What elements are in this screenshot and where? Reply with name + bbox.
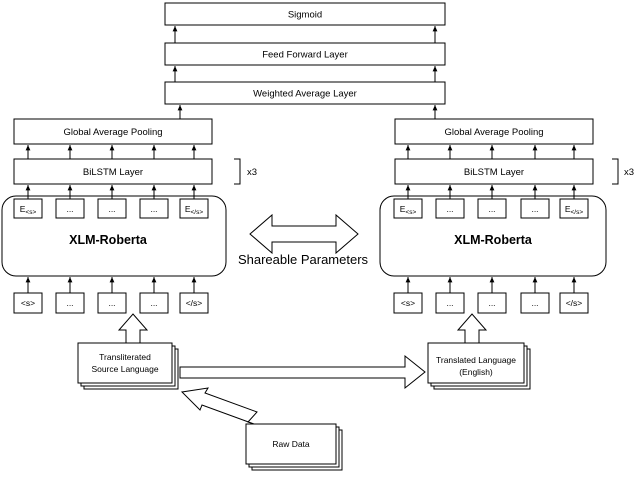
- left-input-tokens: <s>......... </s>: [13, 292, 209, 314]
- transliterated-source-document: Transliterated Source Language: [77, 342, 179, 390]
- right-input-token-label: ...: [446, 298, 453, 308]
- translated-line-2: (English): [459, 367, 493, 377]
- left-output-embedding-label: ...: [150, 204, 157, 214]
- right-encoder-label: XLM-Roberta: [454, 233, 533, 247]
- left-input-token-label: ...: [108, 298, 115, 308]
- left-input-token: ...: [97, 292, 127, 314]
- sigmoid-layer: Sigmoid: [164, 2, 446, 26]
- left-branch-arrows: [25, 145, 197, 293]
- left-output-embedding: E<s>: [13, 198, 43, 219]
- shared-parameters-double-arrow-icon: [249, 213, 359, 255]
- feed-forward-label: Feed Forward Layer: [262, 50, 348, 61]
- right-input-tokens: <s>......... </s>: [393, 292, 589, 314]
- right-output-embeddings: E<s>......... E</s>: [393, 198, 589, 219]
- right-input-token-label: </s>: [566, 298, 583, 308]
- left-pooling-layer: Global Average Pooling: [13, 118, 213, 145]
- left-output-embedding: E</s>: [179, 198, 209, 219]
- right-output-embedding-label: E</s>: [565, 204, 584, 216]
- raw-data-hollow-arrow-icon: [180, 387, 258, 425]
- right-bilstm-layer: BiLSTM Layer: [394, 158, 594, 185]
- shared-parameters-label: Shareable Parameters: [238, 252, 369, 267]
- right-input-token-label: ...: [531, 298, 538, 308]
- left-input-token-label: </s>: [186, 298, 203, 308]
- weighted-average-label: Weighted Average Layer: [253, 89, 357, 100]
- left-output-embedding-label: E<s>: [20, 204, 37, 216]
- left-encoder-label: XLM-Roberta: [69, 233, 148, 247]
- translation-hollow-arrow-icon: [179, 354, 426, 390]
- transliterated-line-1: Transliterated: [99, 352, 151, 362]
- sigmoid-label: Sigmoid: [288, 10, 322, 21]
- right-input-token: </s>: [559, 292, 589, 314]
- right-pooling-layer: Global Average Pooling: [394, 118, 594, 145]
- left-pooling-label: Global Average Pooling: [63, 127, 162, 138]
- left-repeat-label: x3: [247, 167, 257, 178]
- left-input-token-label: ...: [66, 298, 73, 308]
- right-input-token-label: ...: [488, 298, 495, 308]
- right-branch-arrows: [405, 145, 577, 293]
- right-output-embedding: ...: [435, 198, 465, 219]
- left-input-token: ...: [55, 292, 85, 314]
- left-output-embedding: ...: [55, 198, 85, 219]
- left-input-token-label: <s>: [21, 298, 35, 308]
- right-input-token-label: <s>: [401, 298, 415, 308]
- right-input-hollow-arrow-icon: [456, 313, 488, 344]
- left-input-token-label: ...: [150, 298, 157, 308]
- left-output-embedding: ...: [97, 198, 127, 219]
- left-input-hollow-arrow-icon: [117, 313, 149, 344]
- translated-language-document: Translated Language (English): [427, 342, 531, 390]
- left-bilstm-layer: BiLSTM Layer: [13, 158, 213, 185]
- right-output-embedding-label: ...: [446, 204, 453, 214]
- left-bilstm-label: BiLSTM Layer: [83, 167, 143, 178]
- right-input-token: ...: [435, 292, 465, 314]
- left-output-embedding-label: ...: [108, 204, 115, 214]
- feed-forward-layer: Feed Forward Layer: [164, 42, 446, 66]
- transliterated-line-2: Source Language: [91, 364, 158, 374]
- right-output-embedding-label: ...: [531, 204, 538, 214]
- top-stack-arrows: [172, 26, 438, 119]
- weighted-average-layer: Weighted Average Layer: [164, 81, 446, 105]
- left-output-embedding-label: E</s>: [185, 204, 204, 216]
- right-input-token: ...: [477, 292, 507, 314]
- right-repeat-bracket: x3: [612, 158, 634, 185]
- left-input-token: </s>: [179, 292, 209, 314]
- right-output-embedding: ...: [477, 198, 507, 219]
- translated-line-1: Translated Language: [436, 355, 516, 365]
- left-output-embedding: ...: [139, 198, 169, 219]
- raw-data-label: Raw Data: [272, 439, 310, 449]
- left-repeat-bracket: x3: [234, 158, 257, 185]
- right-output-embedding-label: ...: [488, 204, 495, 214]
- left-input-token: <s>: [13, 292, 43, 314]
- right-output-embedding: E<s>: [393, 198, 423, 219]
- right-repeat-label: x3: [624, 167, 634, 178]
- raw-data-document: Raw Data: [245, 423, 343, 471]
- left-input-token: ...: [139, 292, 169, 314]
- right-output-embedding: E</s>: [559, 198, 589, 219]
- right-pooling-label: Global Average Pooling: [444, 127, 543, 138]
- right-output-embedding: ...: [520, 198, 550, 219]
- left-output-embedding-label: ...: [66, 204, 73, 214]
- right-input-token: ...: [520, 292, 550, 314]
- right-input-token: <s>: [393, 292, 423, 314]
- right-output-embedding-label: E<s>: [400, 204, 417, 216]
- right-bilstm-label: BiLSTM Layer: [464, 167, 524, 178]
